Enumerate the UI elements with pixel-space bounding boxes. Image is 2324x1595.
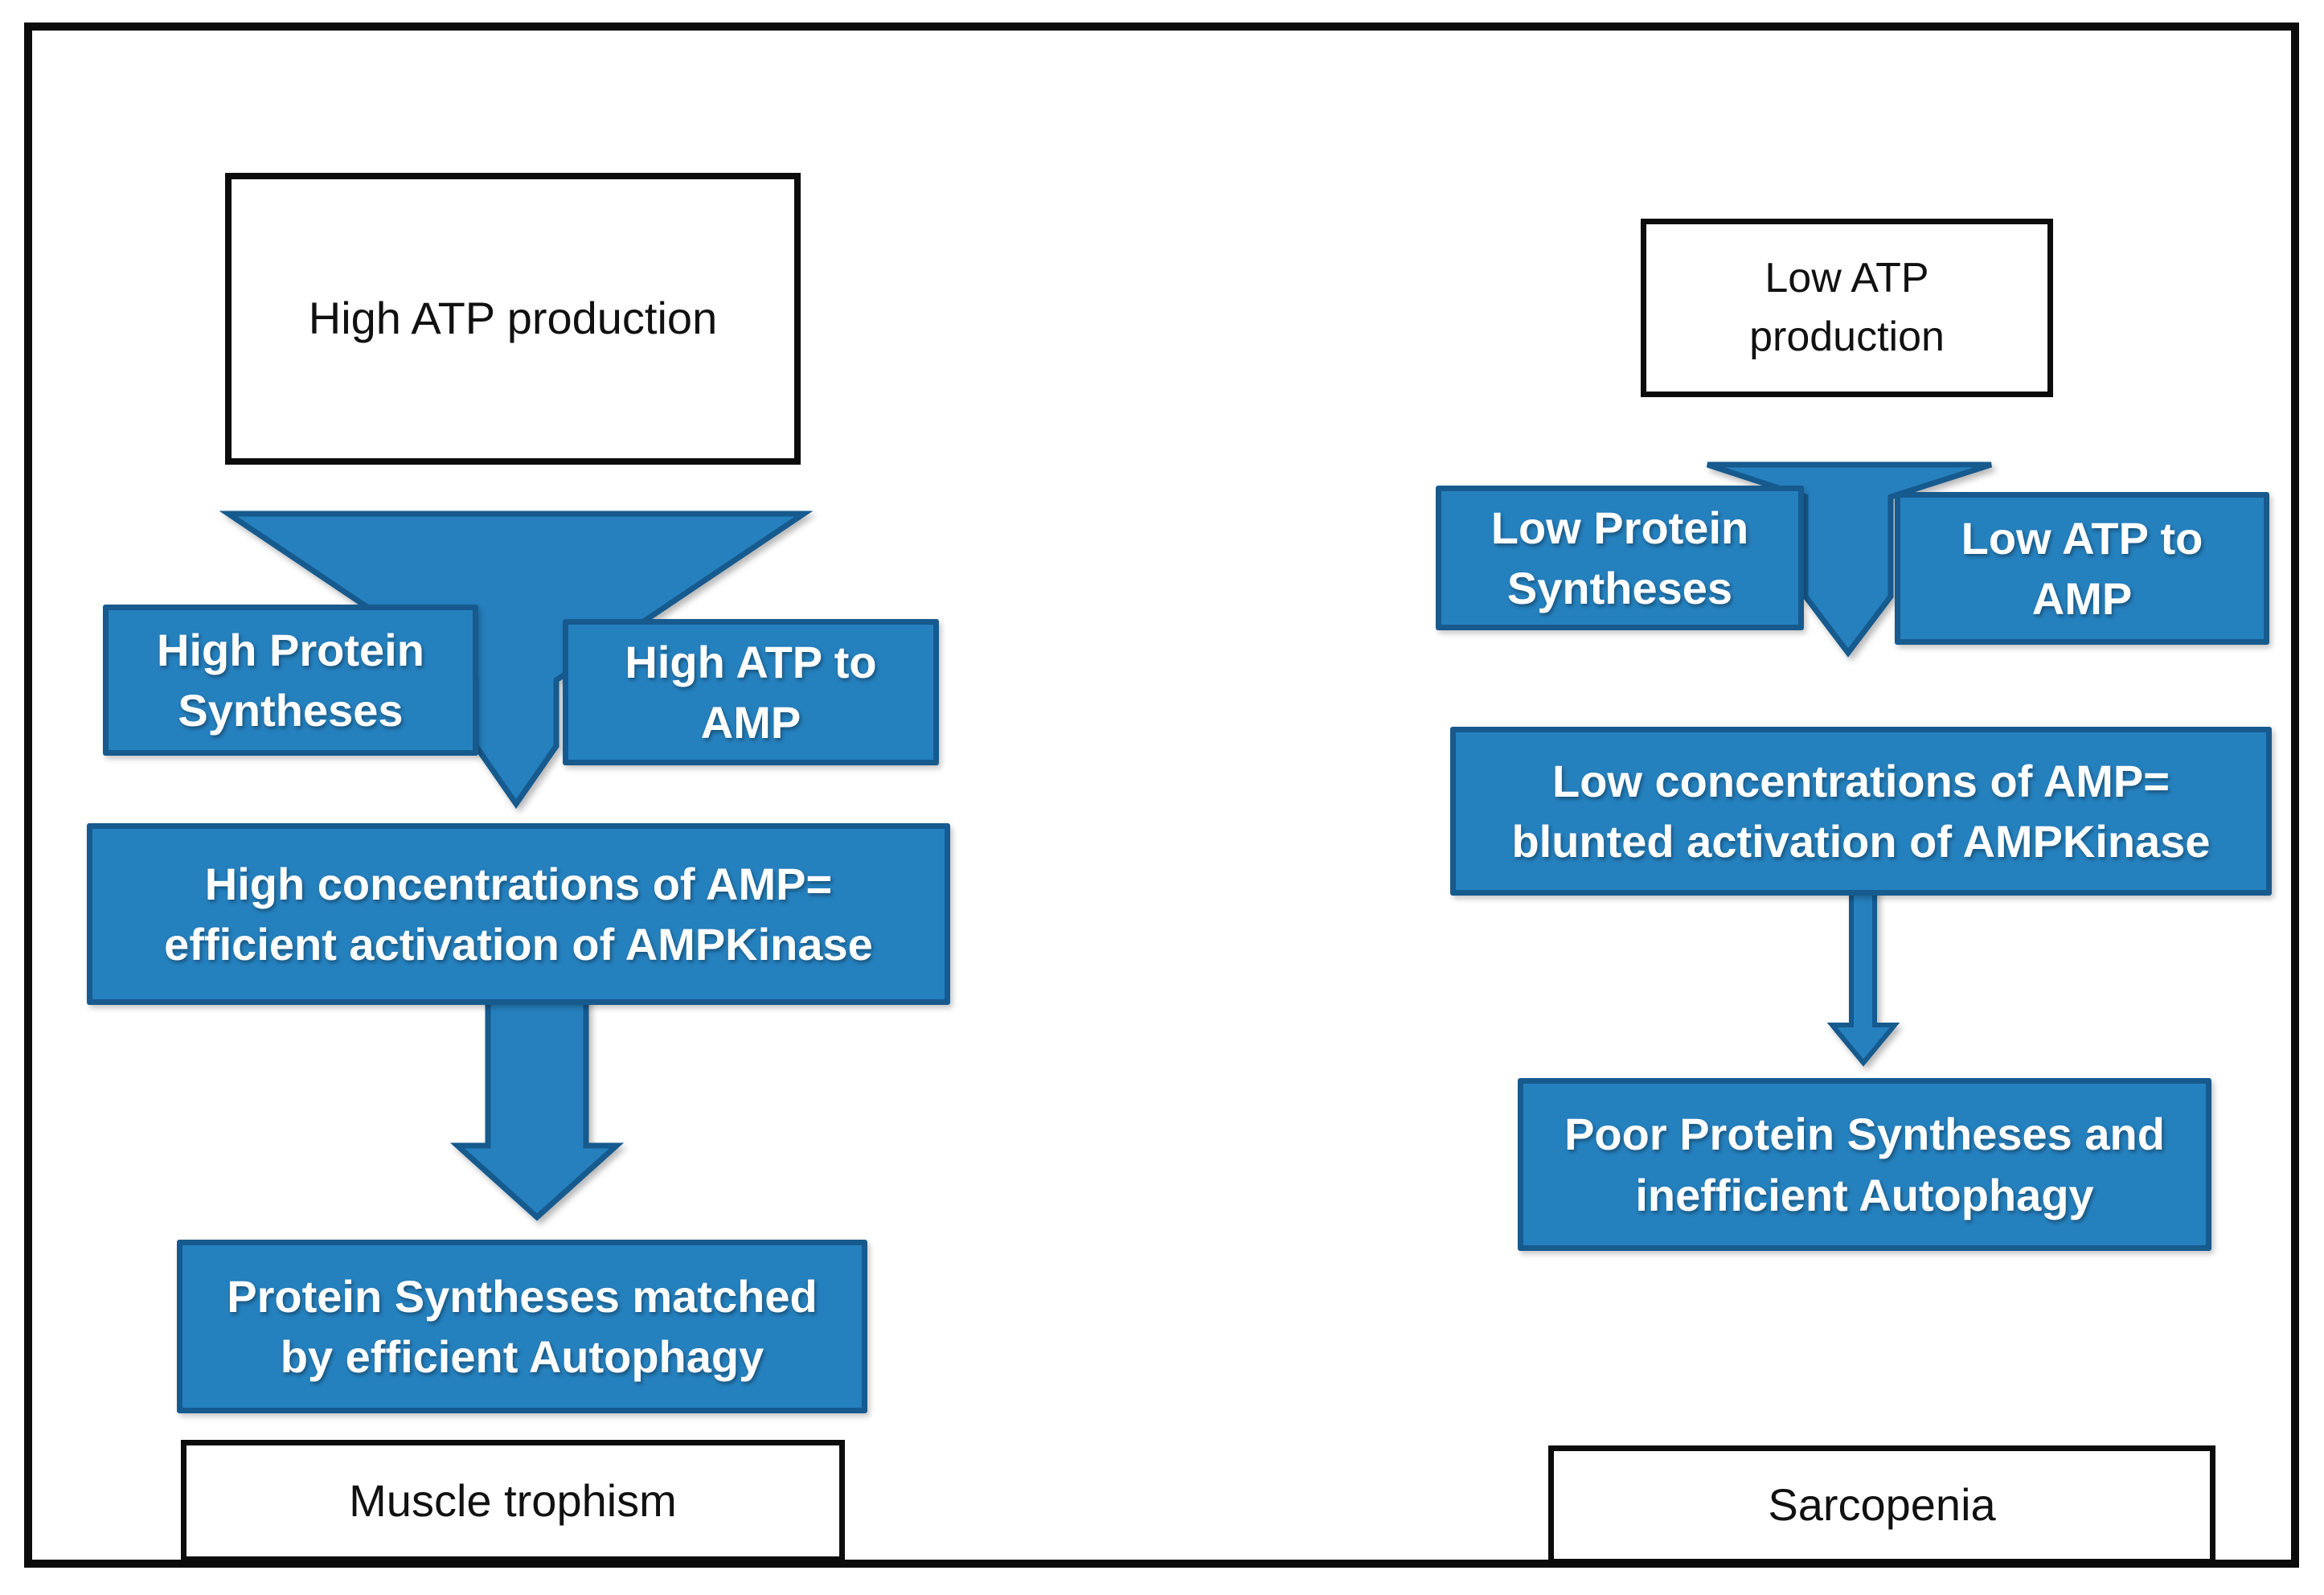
low-atp-production-line1: Low ATP: [1765, 255, 1929, 302]
high-amp-concentration-line1: High concentrations of AMP=: [204, 858, 833, 909]
sarcopenia-label: Sarcopenia: [1768, 1478, 1996, 1530]
high-atp-to-amp-line1: High ATP to: [625, 636, 877, 687]
high-atp-to-amp-line2: AMP: [700, 697, 801, 748]
low-atp-production-box: Low ATP production: [1641, 219, 2053, 397]
low-atp-to-amp-line1: Low ATP to: [1961, 512, 2203, 564]
low-protein-syntheses-box: Low Protein Syntheses: [1436, 486, 1804, 630]
left-thick-down-arrow-icon: [449, 998, 625, 1221]
poor-protein-syntheses-line2: inefficient Autophagy: [1635, 1169, 2094, 1220]
high-protein-syntheses-box: High Protein Syntheses: [103, 605, 478, 756]
right-funnel-down-arrow-icon: [1706, 461, 1993, 658]
low-atp-to-amp-line2: AMP: [2031, 573, 2133, 624]
poor-protein-syntheses-box: Poor Protein Syntheses and inefficient A…: [1518, 1078, 2211, 1251]
protein-syntheses-matched-line2: by efficient Autophagy: [280, 1331, 764, 1382]
high-protein-syntheses-line2: Syntheses: [178, 685, 404, 736]
low-atp-to-amp-box: Low ATP to AMP: [1895, 492, 2269, 645]
high-protein-syntheses-line1: High Protein: [157, 624, 424, 675]
diagram-frame: [24, 23, 2299, 1568]
protein-syntheses-matched-line1: Protein Syntheses matched: [227, 1270, 818, 1322]
high-atp-to-amp-box: High ATP to AMP: [563, 619, 939, 765]
low-amp-concentration-box: Low concentrations of AMP= blunted activ…: [1450, 727, 2272, 896]
low-amp-concentration-line2: blunted activation of AMPKinase: [1511, 816, 2211, 867]
protein-syntheses-matched-box: Protein Syntheses matched by efficient A…: [177, 1240, 867, 1413]
poor-protein-syntheses-line1: Poor Protein Syntheses and: [1564, 1109, 2165, 1160]
low-amp-concentration-line1: Low concentrations of AMP=: [1552, 755, 2170, 806]
high-amp-concentration-line2: efficient activation of AMPKinase: [164, 919, 873, 970]
sarcopenia-box: Sarcopenia: [1548, 1445, 2215, 1564]
right-thin-down-arrow-icon: [1826, 888, 1900, 1067]
high-amp-concentration-box: High concentrations of AMP= efficient ac…: [87, 823, 950, 1005]
high-atp-production-box: High ATP production: [225, 173, 801, 465]
low-protein-syntheses-line2: Syntheses: [1506, 563, 1733, 613]
muscle-trophism-label: Muscle trophism: [349, 1474, 677, 1526]
low-atp-production-line2: production: [1749, 314, 1945, 360]
muscle-trophism-box: Muscle trophism: [181, 1440, 845, 1562]
high-atp-production-label: High ATP production: [308, 293, 718, 344]
low-protein-syntheses-line1: Low Protein: [1490, 502, 1749, 553]
